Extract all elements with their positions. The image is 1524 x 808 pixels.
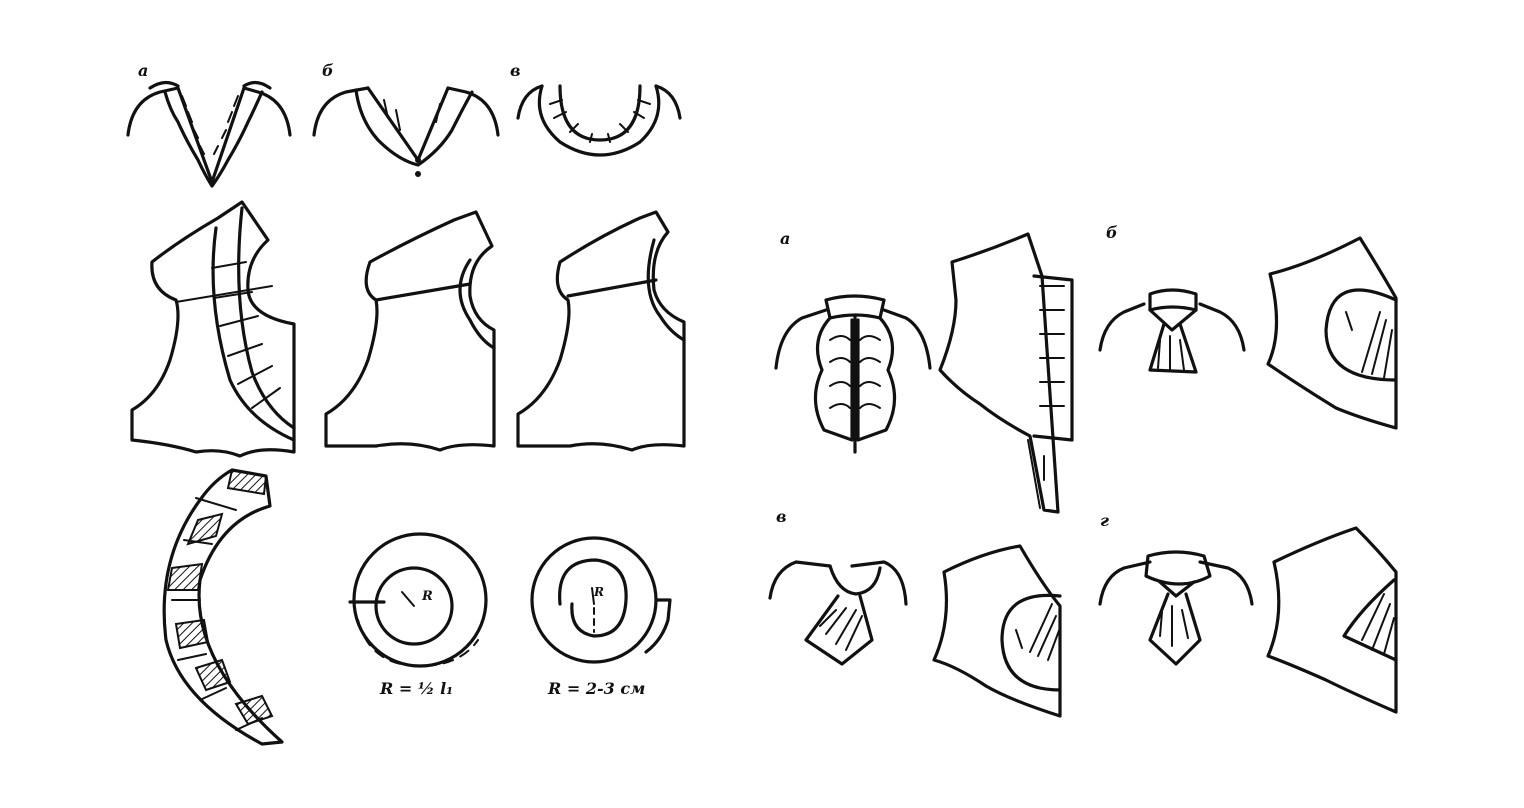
radius-mark-b: R	[421, 589, 433, 604]
spiral-frill-b: R	[348, 532, 488, 668]
label-b-left: б	[322, 61, 334, 80]
frill-v-neck-b	[312, 86, 500, 177]
label-g-right: г	[1100, 511, 1109, 530]
jabot-g	[1098, 550, 1254, 666]
label-a-right: а	[780, 229, 790, 248]
label-v-right: в	[776, 507, 787, 526]
jabot-v	[768, 560, 908, 666]
jabot-a	[774, 294, 932, 454]
bodice-v	[516, 210, 686, 452]
jabot-g-pattern	[1266, 526, 1398, 714]
label-b-right: б	[1106, 223, 1118, 242]
bodice-b	[324, 210, 496, 452]
frill-arc-pattern	[162, 468, 284, 746]
spiral-frill-v: R	[530, 536, 672, 664]
radius-mark-v: R	[593, 585, 604, 599]
frill-round-neck-v	[516, 84, 682, 157]
label-a-left: а	[138, 61, 148, 80]
frill-v-neck-a	[126, 80, 292, 188]
formula-left: R = ½ l₁	[379, 679, 453, 698]
label-v-left: в	[510, 61, 521, 80]
formula-right: R = 2-3 см	[547, 679, 645, 698]
jabot-v-pattern	[932, 544, 1062, 718]
jabot-a-pattern	[938, 232, 1074, 514]
jabot-b-pattern	[1266, 236, 1398, 430]
bodice-a	[130, 200, 296, 458]
jabot-b	[1098, 288, 1246, 374]
